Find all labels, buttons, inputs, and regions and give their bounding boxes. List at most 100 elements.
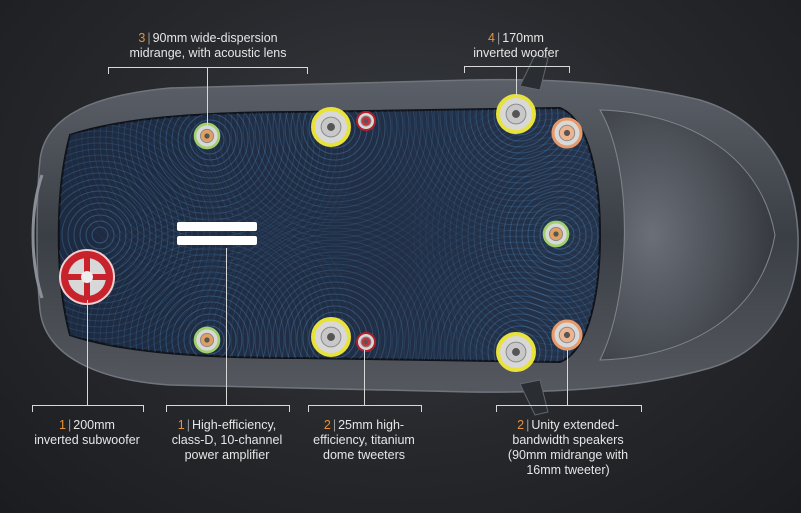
sound-wave-ring — [539, 214, 581, 256]
callout-unity: 2|Unity extended- bandwidth speakers (90… — [507, 418, 629, 477]
leader-amplifier — [226, 248, 227, 406]
sound-wave-ring — [284, 287, 386, 362]
sound-wave-ring — [165, 108, 255, 185]
cabin-glass — [57, 106, 602, 364]
sound-wave-ring — [391, 223, 600, 362]
sound-wave-ring — [421, 253, 600, 362]
leader-subwoofer — [87, 300, 88, 406]
callout-unity-number: 2 — [517, 418, 525, 432]
sound-wave-ring — [397, 108, 600, 238]
rear-bumper — [31, 174, 44, 299]
sound-wave-ring — [473, 148, 600, 322]
leader-midrange — [207, 67, 208, 127]
tweeter-speaker-icon — [356, 111, 376, 131]
sound-wave-ring — [385, 108, 600, 250]
sound-wave-ring — [278, 281, 392, 362]
subwoofer-icon — [59, 249, 115, 305]
sound-wave-ring — [58, 166, 169, 304]
woofer-speaker-icon — [496, 332, 536, 372]
callout-subwoofer-line2: inverted subwoofer — [34, 433, 140, 447]
sound-wave-ring — [58, 154, 181, 316]
right-mirror — [519, 379, 549, 416]
sound-wave-ring — [218, 108, 452, 245]
sound-wave-ring — [129, 259, 291, 362]
sound-wave-ring — [493, 325, 547, 362]
bracket-subwoofer — [32, 405, 144, 412]
sound-wave-ring — [391, 108, 600, 244]
sound-wave-ring — [433, 265, 600, 362]
unity-speaker-icon — [551, 319, 583, 351]
sound-wave-ring — [503, 178, 600, 292]
leader-tweeter — [364, 350, 365, 406]
sound-wave-ring — [403, 235, 600, 362]
sound-wave-ring — [58, 160, 175, 310]
midrange-speaker-icon — [193, 122, 221, 150]
sound-wave-ring — [135, 265, 285, 362]
sound-wave-ring — [194, 108, 476, 269]
callout-tweeter-number: 2 — [323, 418, 331, 432]
callout-amplifier-number: 1 — [177, 418, 185, 432]
sound-wave-ring — [433, 108, 600, 202]
callout-woofer-number: 4 — [488, 31, 495, 45]
unity-speaker-icon — [551, 117, 583, 149]
callout-amplifier-line3: power amplifier — [184, 448, 270, 462]
bracket-unity — [496, 405, 642, 412]
sound-wave-ring — [481, 108, 559, 154]
sound-wave-ring — [153, 108, 267, 197]
sound-wave-ring — [147, 108, 273, 203]
sound-wave-ring — [177, 108, 243, 173]
sound-wave-ring — [58, 148, 187, 322]
car-hood — [599, 109, 776, 361]
sound-wave-ring — [171, 108, 249, 179]
leader-woofer — [516, 66, 517, 96]
midrange-speaker-icon — [193, 326, 221, 354]
sound-wave-ring — [236, 239, 434, 362]
callout-unity-line1: Unity extended- — [531, 418, 619, 432]
sound-wave-ring — [379, 211, 600, 362]
woofer-speaker-icon — [311, 107, 351, 147]
sound-wave-ring — [419, 108, 600, 362]
sound-wave-ring — [487, 108, 553, 148]
sound-wave-ring — [159, 289, 261, 362]
sound-wave-ring — [439, 271, 600, 362]
bracket-midrange — [108, 67, 308, 74]
woofer-speaker-icon — [496, 94, 536, 134]
sound-wave-ring — [290, 293, 380, 362]
sound-wave-ring — [284, 108, 386, 179]
sound-wave-ring — [475, 307, 565, 362]
sound-wave-ring — [509, 184, 600, 286]
sound-wave-ring — [236, 108, 434, 227]
callout-midrange-line2: midrange, with acoustic lens — [129, 46, 287, 60]
callout-subwoofer-line1: 200mm — [73, 418, 115, 432]
callout-tweeter-line2: efficiency, titanium — [313, 433, 415, 447]
sound-wave-ring — [242, 245, 428, 362]
sound-wave-ring — [58, 130, 205, 340]
sound-wave-ring — [533, 208, 587, 262]
sound-wave-ring — [479, 154, 600, 316]
sound-wave-ring — [165, 295, 255, 362]
sound-wave-ring — [431, 108, 600, 362]
sound-wave-ring — [469, 108, 571, 166]
callout-midrange-number: 3 — [138, 31, 146, 45]
sound-wave-ring — [159, 108, 261, 191]
sound-wave-ring — [260, 108, 410, 203]
callout-midrange: 3|90mm wide-dispersion midrange, with ac… — [129, 31, 287, 60]
sound-wave-ring — [379, 108, 600, 256]
callout-subwoofer: 1|200mm inverted subwoofer — [34, 418, 140, 447]
sound-wave-ring — [439, 108, 600, 196]
sound-wave-ring — [413, 108, 600, 362]
sound-wave-ring — [58, 108, 247, 362]
callout-woofer-line2: inverted woofer — [473, 46, 559, 60]
sound-wave-ring — [425, 108, 600, 362]
sound-wave-ring — [409, 108, 600, 226]
sound-wave-ring — [497, 172, 600, 298]
sound-wave-ring — [177, 307, 243, 362]
sound-wave-ring — [443, 118, 600, 352]
callout-unity-line4: 16mm tweeter) — [526, 463, 610, 477]
sound-wave-ring — [421, 108, 600, 214]
woofer-speaker-icon — [311, 317, 351, 357]
sound-wave-ring — [290, 108, 380, 173]
sound-wave-ring — [397, 229, 600, 362]
